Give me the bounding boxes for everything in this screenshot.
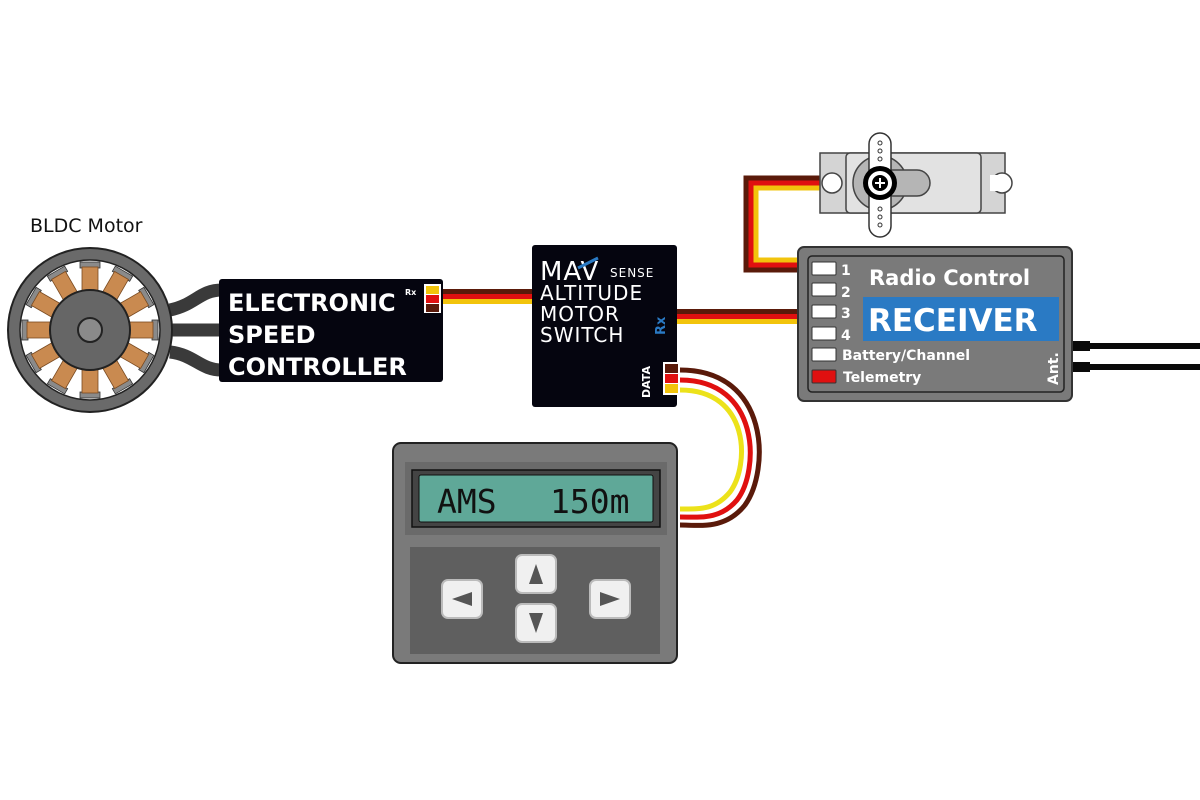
stator-coil xyxy=(79,261,101,292)
channel-label: 2 xyxy=(841,285,851,301)
lcd-left-text: AMS xyxy=(437,482,497,521)
stator-coil xyxy=(79,368,101,399)
channel-label: 4 xyxy=(841,328,851,344)
left-button[interactable] xyxy=(441,579,483,619)
motor-label: BLDC Motor xyxy=(30,215,143,237)
servo-cable xyxy=(743,175,832,273)
arrow-right-icon xyxy=(600,592,620,606)
channel-label: Battery/Channel xyxy=(842,348,970,364)
data-cable xyxy=(679,367,762,528)
esc-to-ams-cable xyxy=(443,289,535,304)
channel-label: 1 xyxy=(841,263,851,279)
ams-to-receiver-cable xyxy=(677,309,800,324)
motor-phase-wires xyxy=(168,283,223,377)
channel-port-telemetry[interactable]: Telemetry xyxy=(811,369,921,386)
ams-brand-suffix: SENSE xyxy=(610,266,654,280)
ams-data-label: DATA xyxy=(640,366,653,398)
esc-rx-port[interactable] xyxy=(424,284,441,313)
receiver-title: Radio Control xyxy=(869,266,1030,290)
ams-module: MAV SENSE ALTITUDE MOTOR SWITCH Rx DATA xyxy=(532,245,680,407)
stator-coil xyxy=(128,319,159,341)
right-button[interactable] xyxy=(589,579,631,619)
bldc-motor xyxy=(7,247,173,413)
stator-coil xyxy=(21,319,52,341)
channel-port-battery[interactable]: Battery/Channel xyxy=(811,347,970,364)
receiver-subtitle: RECEIVER xyxy=(868,303,1038,339)
channel-label: 3 xyxy=(841,306,851,322)
ams-line3: SWITCH xyxy=(540,323,624,347)
channel-port-1[interactable]: 1 xyxy=(811,261,851,279)
antenna-label: Ant. xyxy=(1046,352,1062,385)
channel-port-4[interactable]: 4 xyxy=(811,326,851,344)
ams-logo-swoosh xyxy=(577,256,599,270)
stator-coil xyxy=(102,359,134,395)
lcd-right-text: 150m xyxy=(550,482,629,521)
channel-port-3[interactable]: 3 xyxy=(811,304,851,322)
ams-line2: MOTOR xyxy=(540,302,620,326)
arrow-left-icon xyxy=(452,592,472,606)
ams-data-port[interactable] xyxy=(663,362,680,395)
ams-line1: ALTITUDE xyxy=(540,281,643,305)
programming-display: AMS 150m xyxy=(392,442,678,664)
ams-rx-label: Rx xyxy=(654,316,669,335)
channel-port-2[interactable]: 2 xyxy=(811,282,851,301)
arrow-up-icon xyxy=(529,564,543,584)
esc-rx-label: Rx xyxy=(405,288,417,297)
down-button[interactable] xyxy=(515,603,557,643)
antenna-wires xyxy=(1072,341,1200,372)
esc-module: ELECTRONIC SPEED CONTROLLER Rx xyxy=(219,279,443,382)
stator-coil xyxy=(46,265,78,301)
esc-line2: SPEED xyxy=(228,321,316,349)
lcd-screen xyxy=(418,474,654,523)
stator-coil xyxy=(25,286,61,318)
up-button[interactable] xyxy=(515,554,557,594)
channel-label: Telemetry xyxy=(843,370,921,386)
arrow-down-icon xyxy=(529,613,543,633)
rc-receiver: Radio Control RECEIVER 1 2 3 4 Battery/C… xyxy=(797,246,1073,402)
esc-line1: ELECTRONIC xyxy=(228,289,396,317)
servo xyxy=(819,132,1013,238)
receiver-label-band xyxy=(863,297,1059,341)
esc-line3: CONTROLLER xyxy=(228,353,407,381)
